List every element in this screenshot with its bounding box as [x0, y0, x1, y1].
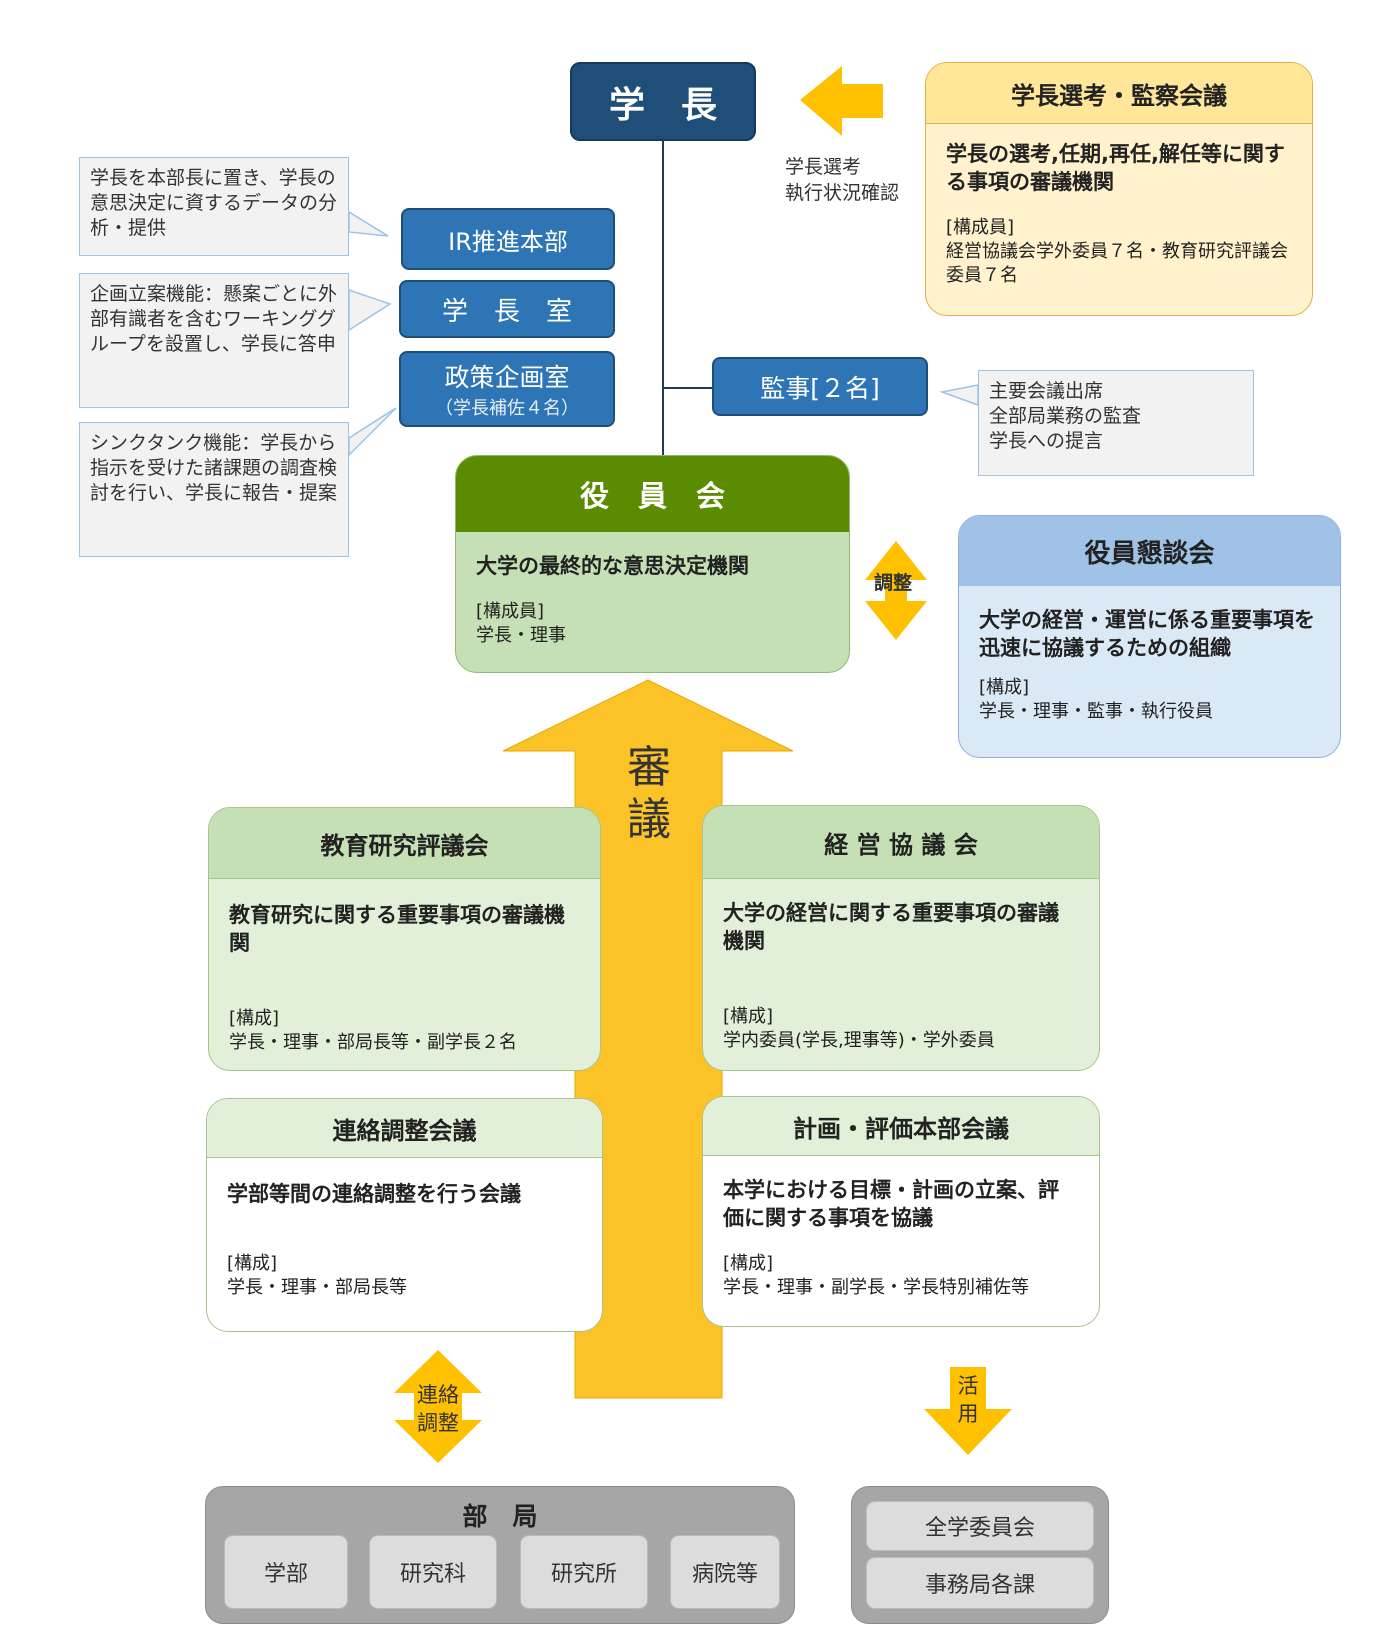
executive-meeting-desc: 大学の経営・運営に係る重要事項を迅速に協議するための組織: [979, 608, 1315, 660]
liaison-meeting-desc: 学部等間の連絡調整を行う会議: [227, 1182, 521, 1206]
ir-unit-label: IR推進本部: [448, 227, 568, 256]
administration-panel: 全学委員会 事務局各課: [851, 1486, 1109, 1624]
departments-title: 部 局: [462, 1502, 538, 1531]
departments-panel: 部 局 学部 研究科 研究所 病院等: [205, 1486, 795, 1624]
planning-meeting-members: 学長・理事・副学長・学長特別補佐等: [723, 1277, 1029, 1298]
adjust-label: 調整: [874, 572, 913, 594]
office-callout: 企画立案機能：懸案ごとに外部有識者を含むワーキンググループを設置し、学長に答申: [79, 273, 349, 408]
policy-unit-label: 政策企画室: [444, 363, 570, 392]
use-arrow: [924, 1367, 1012, 1455]
planning-meeting-panel[interactable]: 計画・評価本部会議 本学における目標・計画の立案、評価に関する事項を協議 [構成…: [702, 1096, 1100, 1327]
management-council-members: 学内委員(学長,理事等)・学外委員: [723, 1030, 995, 1051]
liaison-meeting-panel[interactable]: 連絡調整会議 学部等間の連絡調整を行う会議 [構成] 学長・理事・部局長等: [206, 1098, 603, 1332]
board-title: 役 員 会: [456, 456, 849, 532]
liaison-meeting-title: 連絡調整会議: [207, 1099, 602, 1158]
executive-meeting-panel[interactable]: 役員懇談会 大学の経営・運営に係る重要事項を迅速に協議するための組織 [構成] …: [958, 515, 1341, 758]
selection-council[interactable]: 学長選考・監察会議 学長の選考,任期,再任,解任等に関する事項の審議機関 [構成…: [925, 62, 1313, 316]
ir-unit[interactable]: IR推進本部: [401, 208, 615, 270]
auditor-unit[interactable]: 監事[２名]: [712, 357, 928, 416]
use-arrow-label: 活 用: [957, 1374, 979, 1426]
selection-council-members: 経営協議会学外委員７名・教育研究評議会委員７名: [946, 241, 1288, 286]
connector-auditor: [662, 387, 712, 389]
president-label: 学 長: [608, 84, 717, 126]
board-members: 学長・理事: [476, 625, 566, 646]
management-council-panel[interactable]: 経 営 協 議 会 大学の経営に関する重要事項の審議機関 [構成] 学内委員(学…: [702, 805, 1100, 1071]
adjust-arrow: [865, 541, 927, 640]
education-council-desc: 教育研究に関する重要事項の審議機関: [229, 903, 565, 955]
selection-council-desc: 学長の選考,任期,再任,解任等に関する事項の審議機関: [946, 142, 1285, 194]
review-arrow: [800, 66, 883, 136]
liaison-arrow: [394, 1350, 482, 1463]
executive-meeting-members: 学長・理事・監事・執行役員: [979, 701, 1213, 722]
education-council-members-label: [構成]: [229, 1008, 280, 1029]
president-office-label: 学 長 室: [441, 296, 572, 327]
review-label: 学長選考 執行状況確認: [785, 156, 900, 204]
education-council-members: 学長・理事・部局長等・副学長２名: [229, 1032, 517, 1053]
department-graduate-school[interactable]: 研究科: [369, 1535, 497, 1609]
president-box[interactable]: 学 長: [570, 62, 756, 141]
education-council-title: 教育研究評議会: [209, 808, 600, 879]
deliberation-label: 審議: [627, 742, 671, 845]
liaison-arrow-label: 連絡 調整: [417, 1383, 459, 1435]
policy-callout: シンクタンク機能：学長から指示を受けた諸課題の調査検討を行い、学長に報告・提案: [79, 422, 349, 557]
planning-meeting-title: 計画・評価本部会議: [703, 1097, 1099, 1156]
executive-meeting-members-label: [構成]: [979, 677, 1030, 698]
executive-meeting-title: 役員懇談会: [959, 516, 1340, 586]
auditor-callout: 主要会議出席 全部局業務の監査 学長への提言: [978, 370, 1254, 476]
secretariat-divisions[interactable]: 事務局各課: [866, 1557, 1094, 1609]
selection-council-title: 学長選考・監察会議: [926, 63, 1312, 124]
planning-meeting-desc: 本学における目標・計画の立案、評価に関する事項を協議: [723, 1178, 1059, 1230]
planning-meeting-members-label: [構成]: [723, 1253, 774, 1274]
policy-unit[interactable]: 政策企画室 （学長補佐４名）: [399, 351, 615, 427]
liaison-meeting-members-label: [構成]: [227, 1253, 278, 1274]
policy-unit-sub: （学長補佐４名）: [435, 398, 579, 419]
management-council-title: 経 営 協 議 会: [703, 806, 1099, 879]
board-desc: 大学の最終的な意思決定機関: [476, 554, 749, 578]
department-faculty[interactable]: 学部: [224, 1535, 348, 1609]
auditor-label: 監事[２名]: [760, 373, 880, 403]
board-members-label: [構成員]: [476, 601, 545, 622]
liaison-meeting-members: 学長・理事・部局長等: [227, 1277, 407, 1298]
president-office-unit[interactable]: 学 長 室: [399, 280, 615, 338]
education-council-panel[interactable]: 教育研究評議会 教育研究に関する重要事項の審議機関 [構成] 学長・理事・部局長…: [208, 807, 601, 1071]
department-hospital[interactable]: 病院等: [670, 1535, 780, 1609]
selection-council-members-label: [構成員]: [946, 217, 1015, 238]
department-institute[interactable]: 研究所: [520, 1535, 648, 1609]
university-committee[interactable]: 全学委員会: [866, 1501, 1094, 1551]
ir-callout: 学長を本部長に置き、学長の意思決定に資するデータの分析・提供: [79, 157, 349, 256]
connector-president-board: [662, 140, 664, 458]
board-panel[interactable]: 役 員 会 大学の最終的な意思決定機関 [構成員] 学長・理事: [455, 455, 850, 673]
management-council-members-label: [構成]: [723, 1006, 774, 1027]
management-council-desc: 大学の経営に関する重要事項の審議機関: [723, 901, 1059, 953]
